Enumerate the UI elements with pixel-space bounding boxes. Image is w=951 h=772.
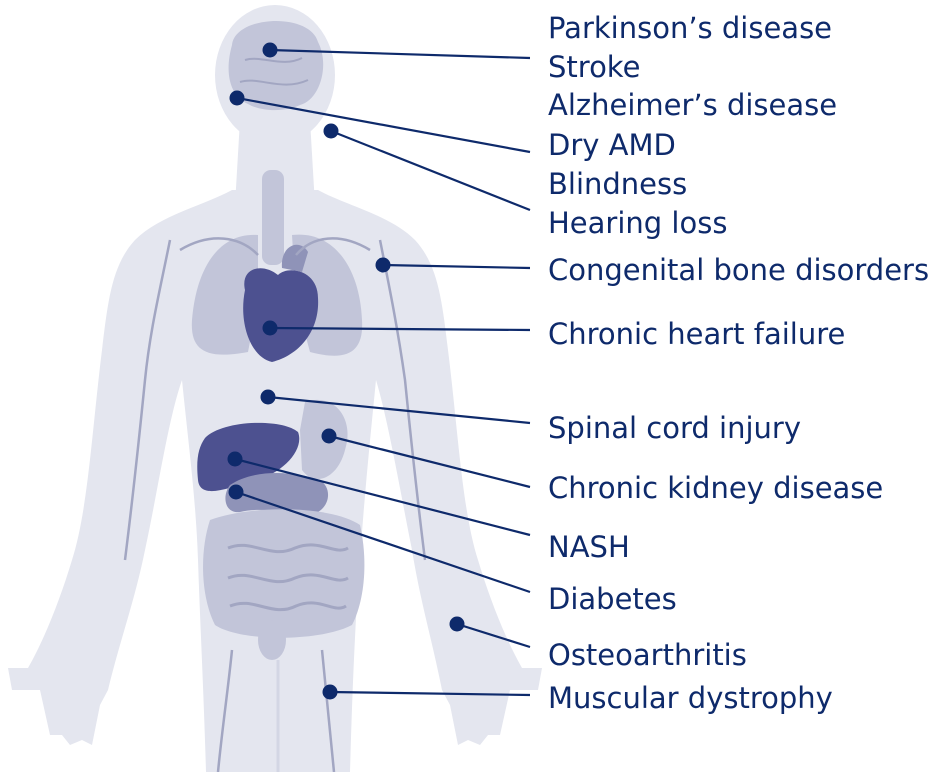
label-spinal-cord: Spinal cord injury: [548, 411, 801, 445]
label-hearing-loss: Hearing loss: [548, 206, 727, 240]
trachea: [262, 170, 284, 265]
label-dry-amd: Dry AMD: [548, 128, 676, 162]
label-stroke: Stroke: [548, 50, 640, 84]
dot-kidney: [322, 429, 337, 444]
dot-brain: [263, 43, 278, 58]
label-nash: NASH: [548, 530, 630, 564]
dot-shoulder: [376, 258, 391, 273]
dot-eye: [230, 91, 245, 106]
callout-labels: Parkinson’s disease Stroke Alzheimer’s d…: [548, 11, 929, 715]
dot-thigh: [323, 685, 338, 700]
label-congenital-bone: Congenital bone disorders: [548, 253, 929, 287]
label-alzheimers: Alzheimer’s disease: [548, 88, 837, 122]
dot-wrist: [450, 617, 465, 632]
dot-heart: [263, 321, 278, 336]
dot-liver: [228, 452, 243, 467]
label-heart-failure: Chronic heart failure: [548, 317, 845, 351]
label-blindness: Blindness: [548, 167, 687, 201]
bladder: [258, 620, 286, 660]
label-diabetes: Diabetes: [548, 582, 677, 616]
label-parkinsons: Parkinson’s disease: [548, 11, 832, 45]
label-muscular-dystrophy: Muscular dystrophy: [548, 681, 833, 715]
label-kidney-disease: Chronic kidney disease: [548, 471, 883, 505]
dot-spine: [261, 390, 276, 405]
label-osteoarthritis: Osteoarthritis: [548, 638, 747, 672]
dot-ear: [324, 124, 339, 139]
dot-pancreas: [229, 485, 244, 500]
leader-ear: [331, 131, 530, 210]
